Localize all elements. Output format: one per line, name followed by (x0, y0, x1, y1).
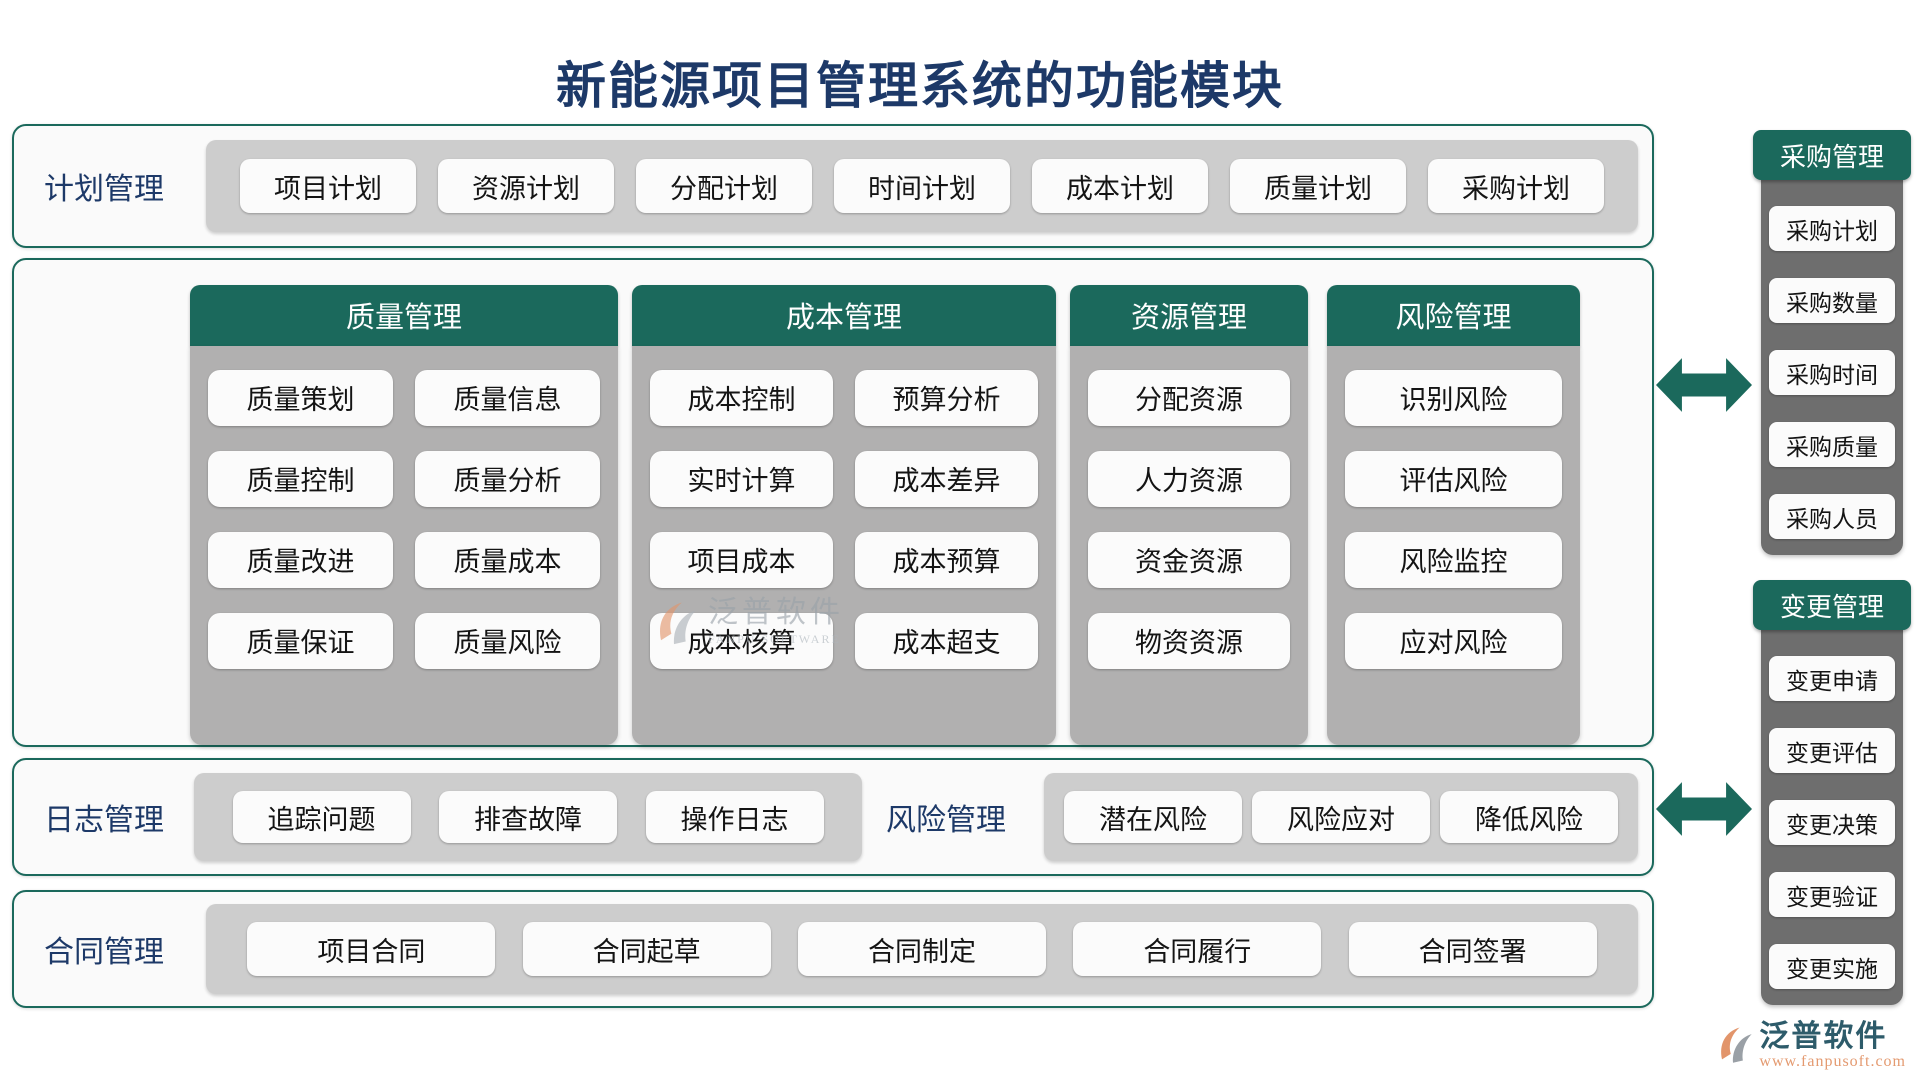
log-items-tray: 追踪问题排查故障操作日志 (194, 773, 862, 861)
quality-item: 质量风险 (415, 612, 600, 669)
change-group: 变更管理 变更申请变更评估变更决策变更验证变更实施 (1753, 580, 1911, 1005)
fanpu-logo-icon (1721, 1027, 1753, 1063)
risk-row-label: 风险管理 (886, 804, 1006, 837)
cost-item: 成本差异 (855, 450, 1038, 507)
double-arrow-icon (1656, 350, 1752, 420)
cost-item: 项目成本 (650, 531, 833, 588)
quality-item: 质量成本 (415, 531, 600, 588)
plan-management-panel: 计划管理 项目计划资源计划分配计划时间计划成本计划质量计划采购计划 (12, 124, 1654, 248)
contract-item: 项目合同 (247, 922, 496, 976)
log-management-panel: 日志管理 追踪问题排查故障操作日志 风险管理 潜在风险风险应对降低风险 (12, 758, 1654, 876)
plan-item: 时间计划 (834, 159, 1010, 213)
double-arrow-icon (1656, 774, 1752, 844)
management-modules-panel: 质量管理 质量策划质量信息质量控制质量分析质量改进质量成本质量保证质量风险 成本… (12, 258, 1654, 747)
cost-item: 成本预算 (855, 531, 1038, 588)
risk-row-item: 潜在风险 (1064, 791, 1242, 843)
plan-items-tray: 项目计划资源计划分配计划时间计划成本计划质量计划采购计划 (206, 140, 1638, 232)
procurement-header: 采购管理 (1753, 130, 1911, 180)
quality-management-column: 质量管理 质量策划质量信息质量控制质量分析质量改进质量成本质量保证质量风险 (190, 285, 618, 745)
resource-item: 资金资源 (1088, 531, 1290, 588)
plan-item: 分配计划 (636, 159, 812, 213)
resource-items: 分配资源人力资源资金资源物资资源 (1070, 345, 1308, 745)
cost-management-header: 成本管理 (632, 285, 1056, 346)
change-item: 变更评估 (1769, 728, 1895, 773)
change-header: 变更管理 (1753, 580, 1911, 630)
procurement-group: 采购管理 采购计划采购数量采购时间采购质量采购人员 (1753, 130, 1911, 555)
quality-item: 质量控制 (208, 450, 393, 507)
plan-item: 资源计划 (438, 159, 614, 213)
plan-item: 质量计划 (1230, 159, 1406, 213)
plan-item: 采购计划 (1428, 159, 1604, 213)
procurement-item: 采购人员 (1769, 494, 1895, 539)
plan-item: 项目计划 (240, 159, 416, 213)
contract-management-panel: 合同管理 项目合同合同起草合同制定合同履行合同签署 (12, 890, 1654, 1008)
risk-item: 评估风险 (1345, 450, 1562, 507)
change-item: 变更申请 (1769, 656, 1895, 701)
cost-item: 成本核算 (650, 612, 833, 669)
right-sidebar: 采购管理 采购计划采购数量采购时间采购质量采购人员 变更管理 变更申请变更评估变… (1753, 130, 1911, 1005)
log-item: 追踪问题 (232, 791, 411, 843)
risk-row-item: 降低风险 (1440, 791, 1618, 843)
cost-item: 成本控制 (650, 369, 833, 426)
cost-items: 成本控制预算分析实时计算成本差异项目成本成本预算成本核算成本超支 (632, 345, 1056, 745)
logo-name: 泛普软件 (1759, 1020, 1888, 1053)
procurement-item: 采购质量 (1769, 422, 1895, 467)
contract-items-tray: 项目合同合同起草合同制定合同履行合同签署 (206, 904, 1638, 994)
log-item: 操作日志 (645, 791, 824, 843)
change-item: 变更实施 (1769, 944, 1895, 989)
quality-items: 质量策划质量信息质量控制质量分析质量改进质量成本质量保证质量风险 (190, 345, 618, 745)
risk-management-header: 风险管理 (1327, 285, 1580, 346)
cost-item: 实时计算 (650, 450, 833, 507)
procurement-items: 采购计划采购数量采购时间采购质量采购人员 (1761, 174, 1903, 555)
contract-item: 合同起草 (522, 922, 771, 976)
change-item: 变更验证 (1769, 872, 1895, 917)
fanpu-logo: 泛普软件 www.fanpusoft.com (1711, 1020, 1906, 1071)
risk-management-column: 风险管理 识别风险评估风险风险监控应对风险 (1327, 285, 1580, 745)
cost-item: 成本超支 (855, 612, 1038, 669)
risk-items: 识别风险评估风险风险监控应对风险 (1327, 345, 1580, 745)
resource-item: 物资资源 (1088, 612, 1290, 669)
risk-item: 识别风险 (1345, 369, 1562, 426)
quality-item: 质量信息 (415, 369, 600, 426)
resource-management-header: 资源管理 (1070, 285, 1308, 346)
contract-item: 合同签署 (1348, 922, 1597, 976)
risk-items-tray: 潜在风险风险应对降低风险 (1044, 773, 1638, 861)
resource-management-column: 资源管理 分配资源人力资源资金资源物资资源 (1070, 285, 1308, 745)
quality-item: 质量策划 (208, 369, 393, 426)
plan-item: 成本计划 (1032, 159, 1208, 213)
cost-item: 预算分析 (855, 369, 1038, 426)
resource-item: 人力资源 (1088, 450, 1290, 507)
contract-item: 合同制定 (797, 922, 1046, 976)
quality-item: 质量分析 (415, 450, 600, 507)
log-item: 排查故障 (439, 791, 617, 843)
resource-item: 分配资源 (1088, 369, 1290, 426)
quality-item: 质量改进 (208, 531, 393, 588)
risk-item: 应对风险 (1345, 612, 1562, 669)
page-title: 新能源项目管理系统的功能模块 (556, 58, 1284, 114)
contract-item: 合同履行 (1073, 922, 1322, 976)
quality-management-header: 质量管理 (190, 285, 618, 346)
logo-url: www.fanpusoft.com (1759, 1053, 1906, 1070)
procurement-item: 采购计划 (1769, 206, 1895, 251)
risk-item: 风险监控 (1345, 531, 1562, 588)
quality-item: 质量保证 (208, 612, 393, 669)
change-item: 变更决策 (1769, 800, 1895, 845)
plan-management-label: 计划管理 (44, 173, 164, 206)
change-items: 变更申请变更评估变更决策变更验证变更实施 (1761, 624, 1903, 1005)
cost-management-column: 成本管理 成本控制预算分析实时计算成本差异项目成本成本预算成本核算成本超支 (632, 285, 1056, 745)
procurement-item: 采购时间 (1769, 350, 1895, 395)
contract-management-label: 合同管理 (44, 936, 164, 969)
risk-row-item: 风险应对 (1252, 791, 1430, 843)
procurement-item: 采购数量 (1769, 278, 1895, 323)
log-management-label: 日志管理 (44, 804, 164, 837)
